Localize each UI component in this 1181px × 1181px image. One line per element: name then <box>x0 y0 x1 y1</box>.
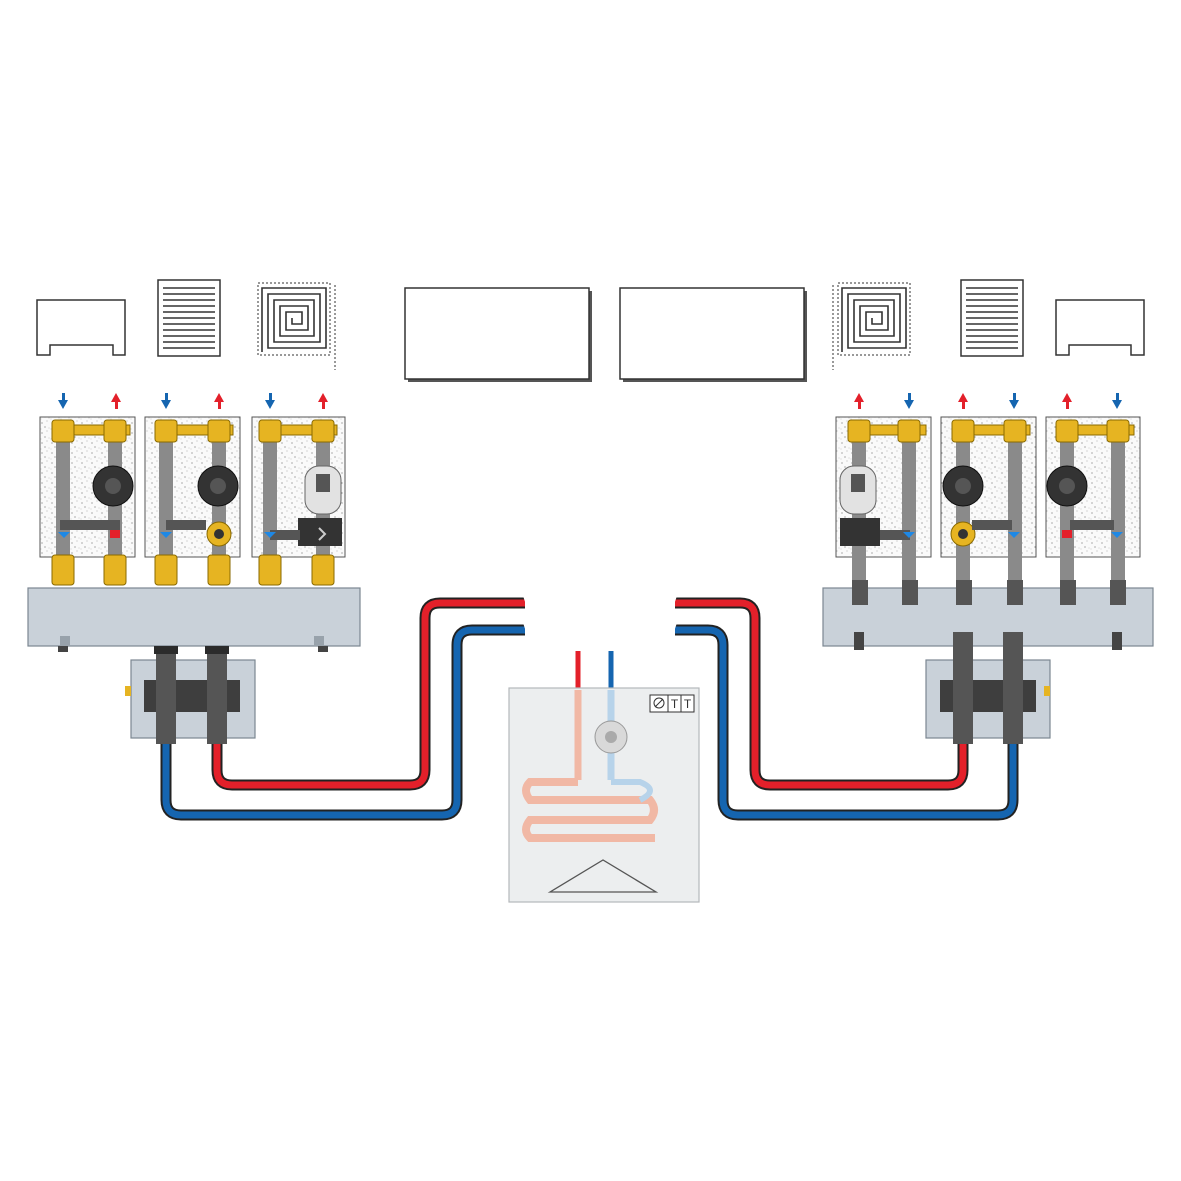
pump-group-direct-right <box>1045 416 1141 580</box>
pump-group-motorized-left <box>251 416 346 586</box>
pump-group-direct-left <box>39 416 136 586</box>
emitter-floor-convector-left <box>36 299 126 356</box>
emitter-radiator-left <box>157 279 221 357</box>
panel-radiator-left <box>404 287 592 382</box>
pipe-break-marks <box>522 593 678 640</box>
actuator-icon <box>840 518 880 546</box>
burner-icon <box>547 859 659 893</box>
boiler: T T <box>508 651 700 903</box>
flow-arrows-left <box>58 393 328 409</box>
pump-group-thermostatic-right <box>940 416 1037 580</box>
manifold-left <box>27 587 361 652</box>
hydraulic-separator-right <box>925 632 1051 744</box>
flow-arrows-right <box>854 393 1122 409</box>
emitter-radiator-right <box>960 279 1024 357</box>
supply-pipes <box>211 597 969 791</box>
burner-symbol-icon <box>653 697 665 709</box>
supply-arrow-icon <box>111 393 121 409</box>
hydraulic-separator-left <box>125 646 256 744</box>
emitter-floor-convector-right <box>1055 299 1145 356</box>
actuator-icon <box>298 518 342 546</box>
return-pipes <box>160 624 1019 821</box>
thermostat-t-icon: T <box>684 697 692 711</box>
panel-radiator-right <box>619 287 807 382</box>
return-arrow-icon <box>58 393 68 409</box>
pump-group-motorized-right <box>835 416 932 580</box>
thermostat-t-icon: T <box>671 697 679 711</box>
emitter-underfloor-right <box>832 282 911 370</box>
pump-group-thermostatic-left <box>144 416 241 586</box>
manifold-right <box>822 580 1154 650</box>
emitter-underfloor-left <box>257 282 336 370</box>
